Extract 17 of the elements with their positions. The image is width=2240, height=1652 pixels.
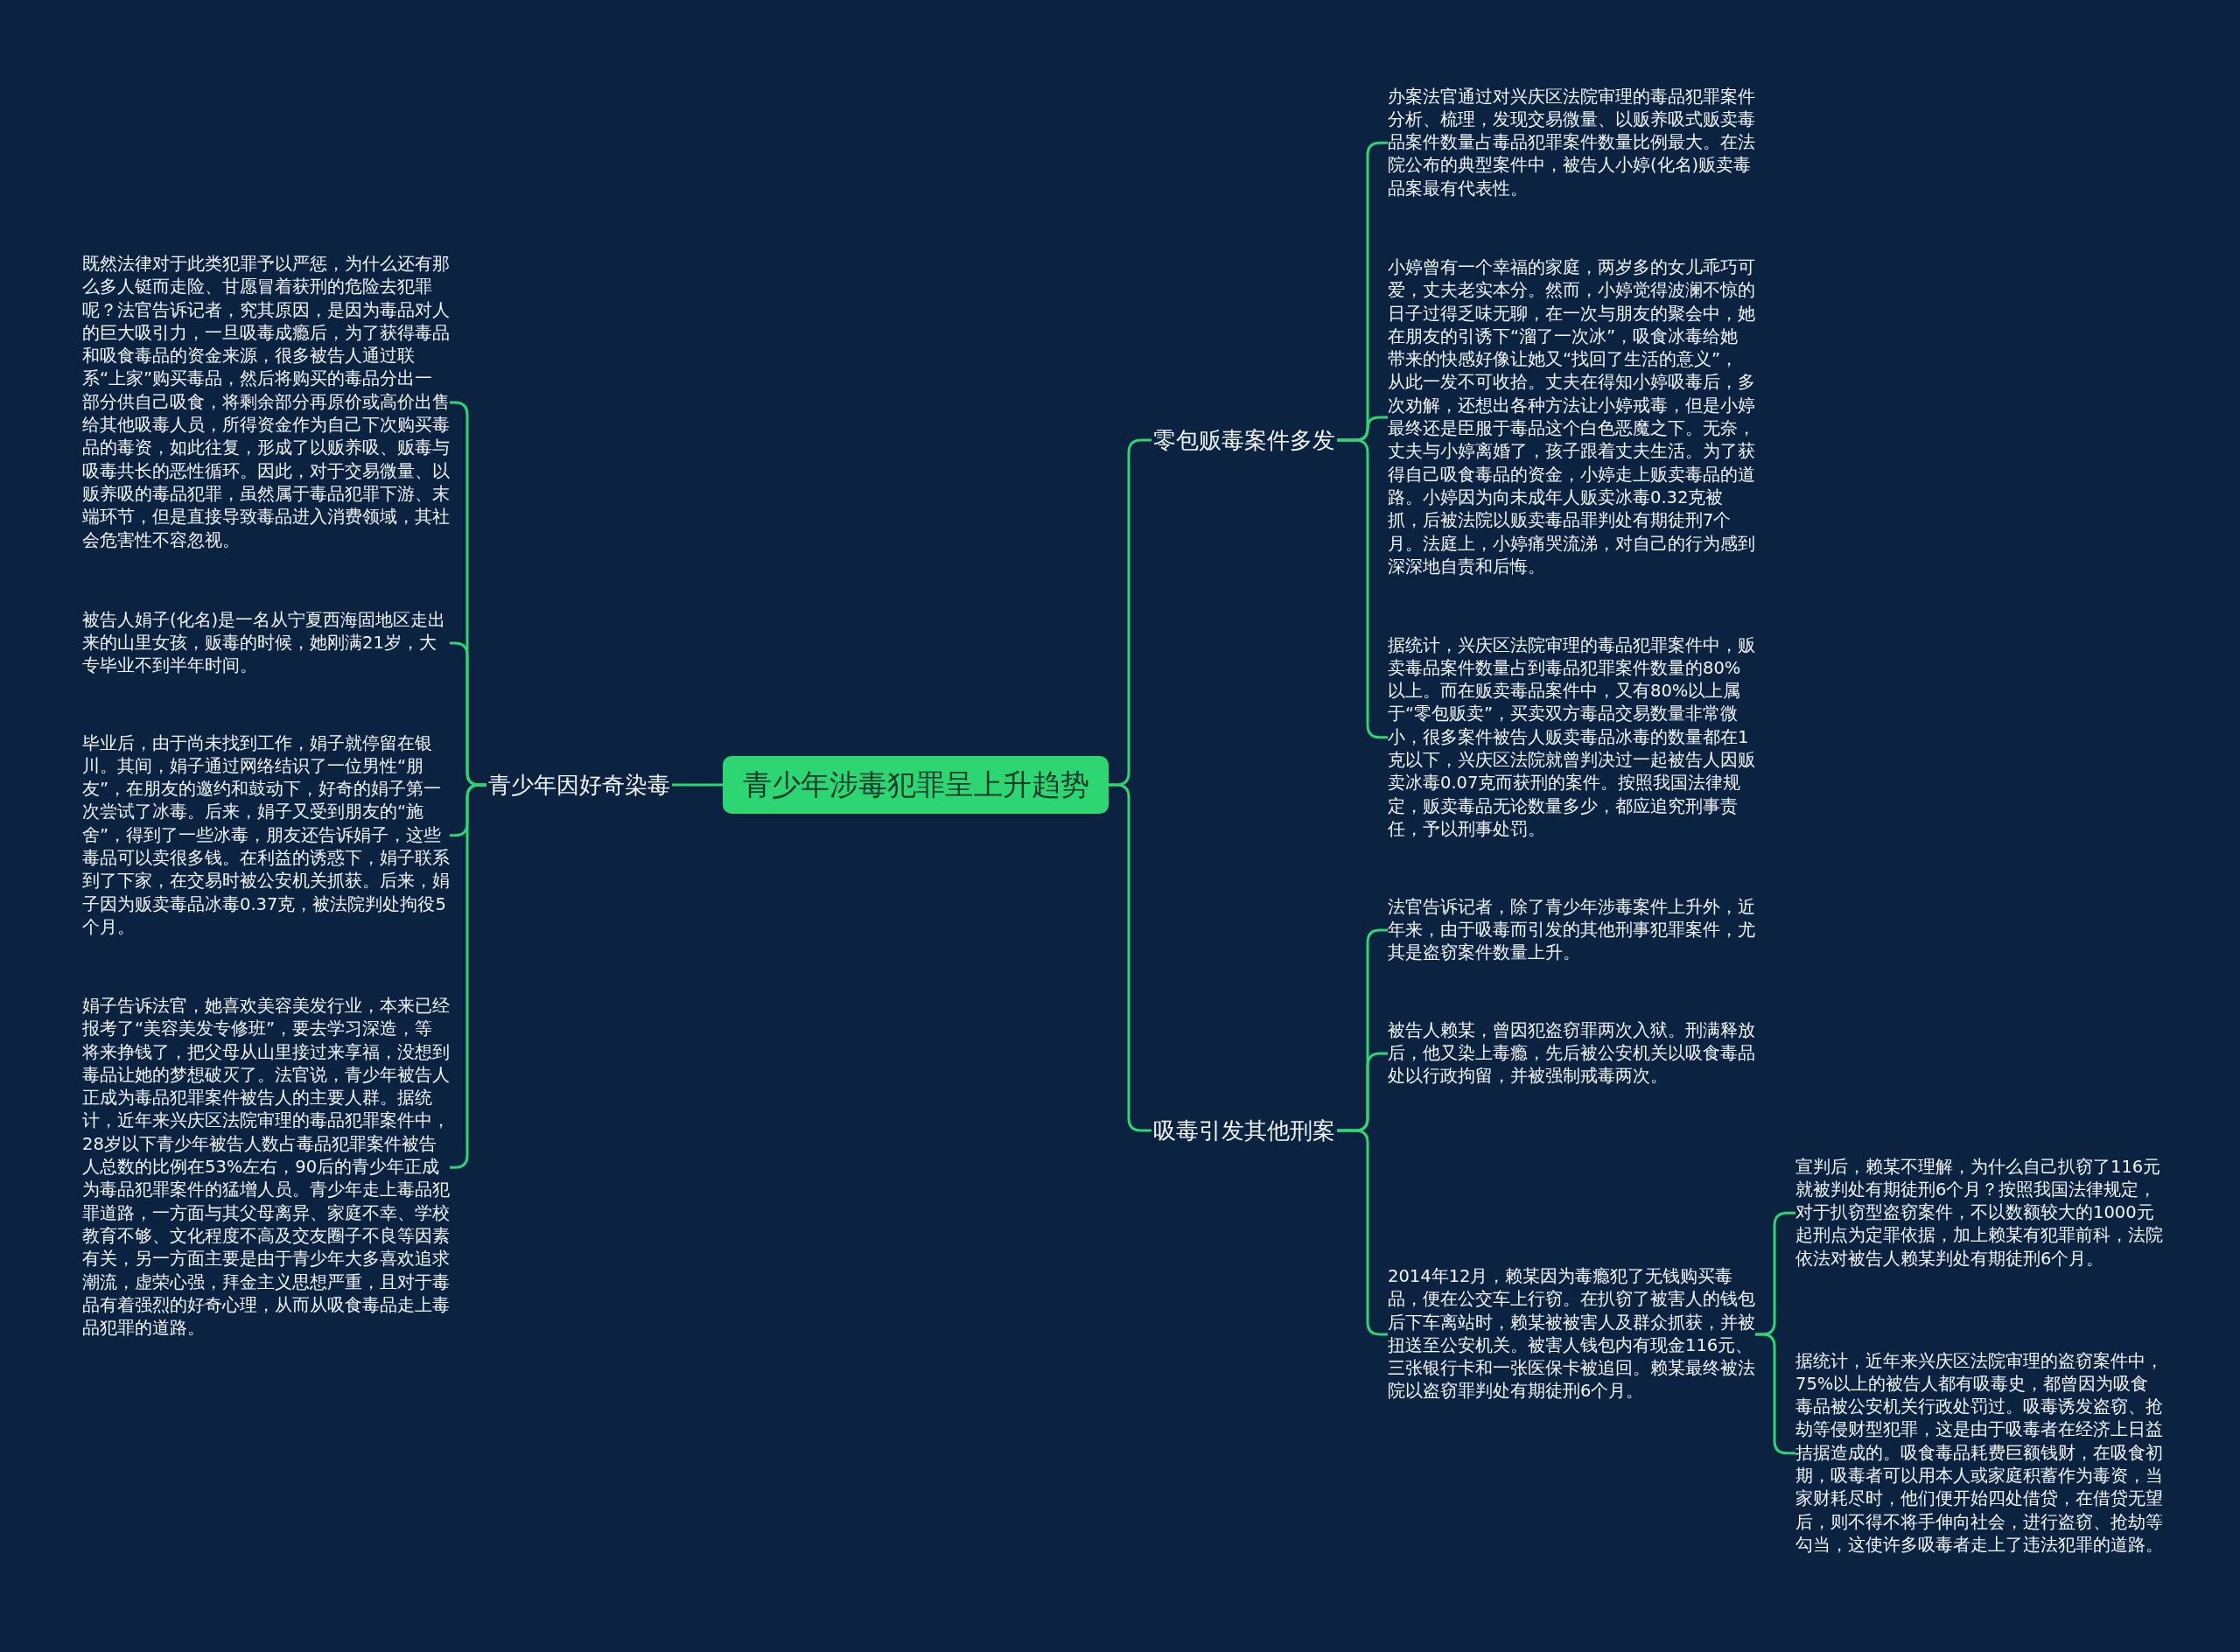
branch-label: 青少年因好奇染毒: [486, 769, 672, 801]
paragraph: 据统计，兴庆区法院审理的毒品犯罪案件中，贩卖毒品案件数量占到毒品犯罪案件数量的80%以上。而在贩卖毒品案件中，又有80%以上属于“零包贩卖”，买卖双方毒品交易数量非常微小，很多案件被告人贩卖毒品冰毒的数量都在1克以下，兴庆区法院就曾判决过一起被告人因贩卖冰毒0.07克而获刑的案件。按照我国法律规定，贩卖毒品无论数量多少，都应追究刑事责任，予以刑事处罚。: [1388, 634, 1755, 842]
paragraph: 宣判后，赖某不理解，为什么自己扒窃了116元就被判处有期徒刑6个月？按照我国法律规定，对于扒窃型盗窃案件，不以数额较大的1000元起刑点为定罪依据，加上赖某有犯罪前科，法院依法对被告人赖某判处有期徒刑6个月。: [1796, 1155, 2163, 1270]
paragraph: 娟子告诉法官，她喜欢美容美发行业，本来已经报考了“美容美发专修班”，要去学习深造，等将来挣钱了，把父母从山里接过来享福，没想到毒品让她的梦想破灭了。法官说，青少年被告人正成为毒品犯罪案件被告人的主要人群。据统计，近年来兴庆区法院审理的毒品犯罪案件中，28岁以下青少年被告人数占毒品犯罪案件被告人总数的比例在53%左右，90后的青少年正成为毒品犯罪案件的猛增人员。青少年走上毒品犯罪道路，一方面与其父母离异、家庭不幸、学校教育不够、文化程度不高及交友圈子不良等因素有关，另一方面主要是由于青少年大多喜欢追求潮流，虚荣心强，拜金主义思想严重，且对于毒品有着强烈的好奇心理，从而从吸食毒品走上毒品犯罪的道路。: [82, 995, 450, 1340]
paragraph: 法官告诉记者，除了青少年涉毒案件上升外，近年来，由于吸毒而引发的其他刑事犯罪案件，尤其是盗窃案件数量上升。: [1388, 895, 1755, 965]
paragraph: 据统计，近年来兴庆区法院审理的盗窃案件中，75%以上的被告人都有吸毒史，都曾因为吸食毒品被公安机关行政处罚过。吸毒诱发盗窃、抢劫等侵财型犯罪，这是由于吸毒者在经济上日益拮据造成的。吸食毒品耗费巨额钱财，在吸食初期，吸毒者可以用本人或家庭积蓄作为毒资，当家财耗尽时，他们便开始四处借贷，在借贷无望后，则不得不将手伸向社会，进行盗窃、抢劫等勾当，这使许多吸毒者走上了违法犯罪的道路。: [1796, 1349, 2163, 1558]
paragraph: 办案法官通过对兴庆区法院审理的毒品犯罪案件分析、梳理，发现交易微量、以贩养吸式贩卖毒品案件数量占毒品犯罪案件数量比例最大。在法院公布的典型案件中，被告人小婷(化名)贩卖毒品案最有代表性。: [1388, 85, 1755, 200]
paragraph: 毕业后，由于尚未找到工作，娟子就停留在银川。其间，娟子通过网络结识了一位男性“朋友”，在朋友的邀约和鼓动下，好奇的娟子第一次尝试了冰毒。后来，娟子又受到朋友的“施舍”，得到了一些冰毒，朋友还告诉娟子，这些毒品可以卖很多钱。在利益的诱惑下，娟子联系到了下家，在交易时被公安机关抓获。后来，娟子因为贩卖毒品冰毒0.37克，被法院判处拘役5个月。: [82, 732, 450, 940]
paragraph: 小婷曾有一个幸福的家庭，两岁多的女儿乖巧可爱，丈夫老实本分。然而，小婷觉得波澜不惊的日子过得乏味无聊，在一次与朋友的聚会中，她在朋友的引诱下“溜了一次冰”，吸食冰毒给她带来的快感好像让她又“找回了生活的意义”，从此一发不可收拾。丈夫在得知小婷吸毒后，多次劝解，还想出各种方法让小婷戒毒，但是小婷最终还是臣服于毒品这个白色恶魔之下。无奈，丈夫与小婷离婚了，孩子跟着丈夫生活。为了获得自己吸食毒品的资金，小婷走上贩卖毒品的道路。小婷因为向未成年人贩卖冰毒0.32克被抓，后被法院以贩卖毒品罪判处有期徒刑7个月。法庭上，小婷痛哭流涕，对自己的行为感到深深地自责和后悔。: [1388, 256, 1755, 579]
connector-line: [672, 783, 723, 787]
paragraph: 2014年12月，赖某因为毒瘾犯了无钱购买毒品，便在公交车上行窃。在扒窃了被害人的钱包后下车离站时，赖某被被害人及群众抓获，并被扭送至公安机关。被害人钱包内有现金116元、三张银行卡和一张医保卡被追回。赖某最终被法院以盗窃罪判处有期徒刑6个月。: [1388, 1265, 1755, 1404]
topic-box: 青少年涉毒犯罪呈上升趋势: [723, 756, 1109, 814]
paragraph: 既然法律对于此类犯罪予以严惩，为什么还有那么多人铤而走险、甘愿冒着获刑的危险去犯罪呢？法官告诉记者，究其原因，是因为毒品对人的巨大吸引力，一旦吸毒成瘾后，为了获得毒品和吸食毒品的资金来源，很多被告人通过联系“上家”购买毒品，然后将购买的毒品分出一部分供自己吸食，将剩余部分再原价或高价出售给其他吸毒人员，所得资金作为自己下次购买毒品的毒资，如此往复，形成了以贩养吸、贩毒与吸毒共长的恶性循环。因此，对于交易微量、以贩养吸的毒品犯罪，虽然属于毒品犯罪下游、末端环节，但是直接导致毒品进入消费领域，其社会危害性不容忽视。: [82, 253, 450, 552]
branch-label: 吸毒引发其他刑案: [1152, 1115, 1337, 1146]
paragraph: 被告人赖某，曾因犯盗窃罪两次入狱。刑满释放后，他又染上毒瘾，先后被公安机关以吸食毒品处以行政拘留，并被强制戒毒两次。: [1388, 1018, 1755, 1088]
branch-label: 零包贩毒案件多发: [1152, 424, 1337, 456]
paragraph: 被告人娟子(化名)是一名从宁夏西海固地区走出来的山里女孩，贩毒的时候，她刚满21岁，大专毕业不到半年时间。: [82, 608, 450, 678]
